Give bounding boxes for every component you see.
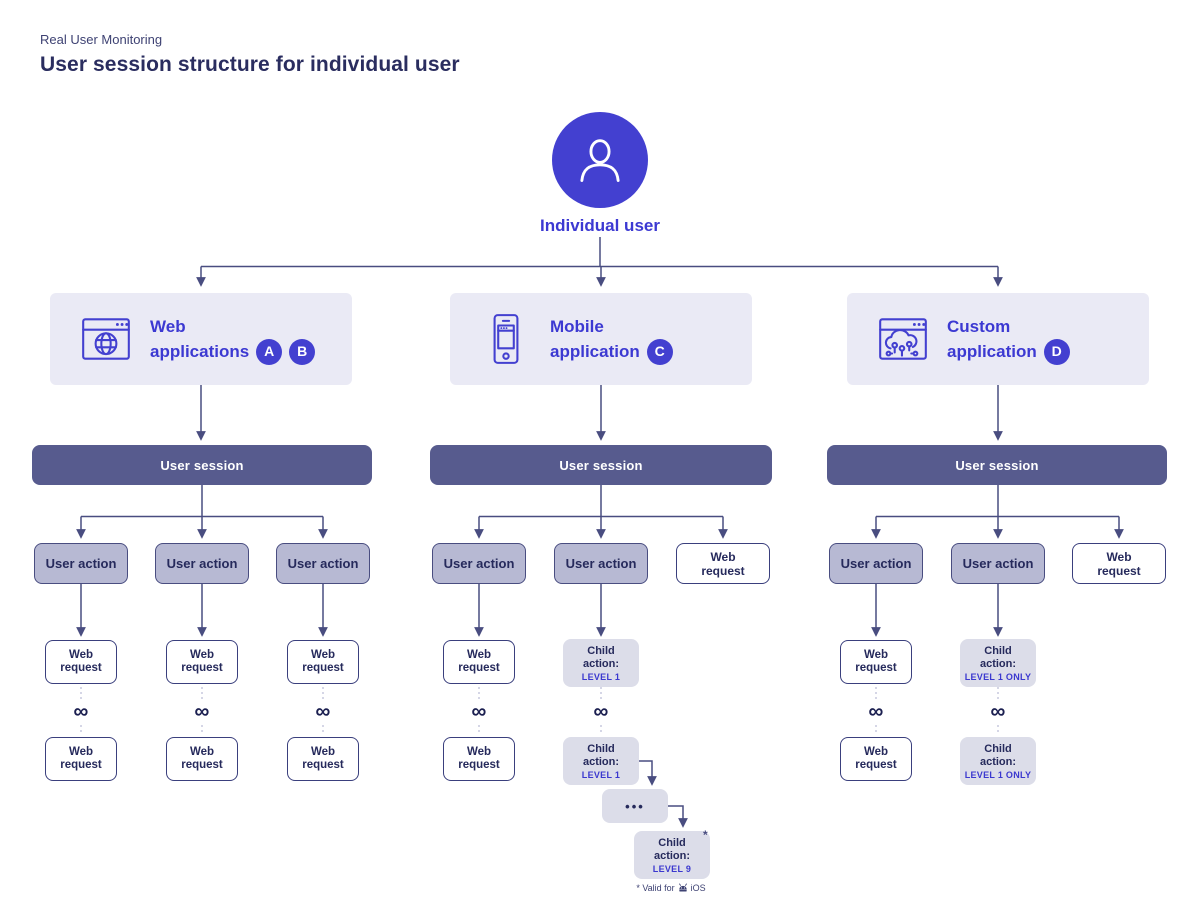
web-request-box: Web request (840, 640, 912, 684)
badge-c: C (646, 338, 673, 365)
individual-user-avatar (552, 112, 648, 208)
level-label: LEVEL 1 ONLY (964, 769, 1032, 780)
web-request-box: Web request (443, 640, 515, 684)
user-session-bar-mobile: User session (430, 445, 772, 485)
user-action-box: User action (432, 543, 526, 584)
user-session-bar-web: User session (32, 445, 372, 485)
infinity-symbol: ∞ (315, 700, 331, 723)
eyebrow-label: Real User Monitoring (40, 32, 163, 47)
infinity-symbol: ∞ (471, 700, 487, 723)
web-request-box: Web request (287, 737, 359, 781)
level-label: LEVEL 9 (652, 863, 692, 874)
web-request-box: Web request (287, 640, 359, 684)
page-title: User session structure for individual us… (40, 53, 460, 76)
user-action-box: User action (554, 543, 648, 584)
infinity-symbol: ∞ (194, 700, 210, 723)
child-action-box-level1-only: Child action: LEVEL 1 ONLY (960, 737, 1036, 785)
web-request-box: Web request (443, 737, 515, 781)
level-label: LEVEL 1 (581, 769, 621, 780)
app-name-mobile: Mobile application C (550, 314, 673, 365)
browser-cloud-circuit-icon (879, 318, 927, 360)
child-action-box-level1: Child action: LEVEL 1 (563, 639, 639, 687)
web-request-box: Web request (166, 737, 238, 781)
infinity-symbol: ∞ (593, 700, 609, 723)
child-action-box-level1: Child action: LEVEL 1 (563, 737, 639, 785)
web-request-box: Web request (166, 640, 238, 684)
android-icon (678, 883, 687, 892)
level-label: LEVEL 1 ONLY (964, 671, 1032, 682)
user-action-box: User action (34, 543, 128, 584)
app-name-web: Web applications A B (150, 314, 316, 365)
ellipsis-box: ••• (602, 789, 668, 823)
infinity-symbol: ∞ (73, 700, 89, 723)
badge-d: D (1043, 338, 1070, 365)
app-card-custom: Custom application D (847, 293, 1149, 385)
web-request-box: Web request (1072, 543, 1166, 584)
web-request-box: Web request (45, 737, 117, 781)
user-action-box: User action (951, 543, 1045, 584)
child-action-box-level1-only: Child action: LEVEL 1 ONLY (960, 639, 1036, 687)
user-session-bar-custom: User session (827, 445, 1167, 485)
web-request-box: Web request (840, 737, 912, 781)
user-action-box: User action (829, 543, 923, 584)
user-action-box: User action (276, 543, 370, 584)
infinity-symbol: ∞ (990, 700, 1006, 723)
person-icon (580, 139, 620, 182)
footnote: * Valid for iOS (636, 882, 706, 893)
infinity-symbol: ∞ (868, 700, 884, 723)
web-request-box: Web request (45, 640, 117, 684)
badge-b: B (289, 338, 316, 365)
app-card-web: Web applications A B (50, 293, 352, 385)
user-action-box: User action (155, 543, 249, 584)
child-action-box-level9: Child action: LEVEL 9 (634, 831, 710, 879)
footnote-marker: * (703, 828, 708, 842)
mobile-phone-icon (493, 314, 519, 364)
app-name-custom: Custom application D (947, 314, 1070, 365)
level-label: LEVEL 1 (581, 671, 621, 682)
app-card-mobile: Mobile application C (450, 293, 752, 385)
web-request-box: Web request (676, 543, 770, 584)
individual-user-label: Individual user (540, 216, 660, 235)
browser-globe-icon (82, 318, 130, 360)
badge-a: A (256, 338, 283, 365)
